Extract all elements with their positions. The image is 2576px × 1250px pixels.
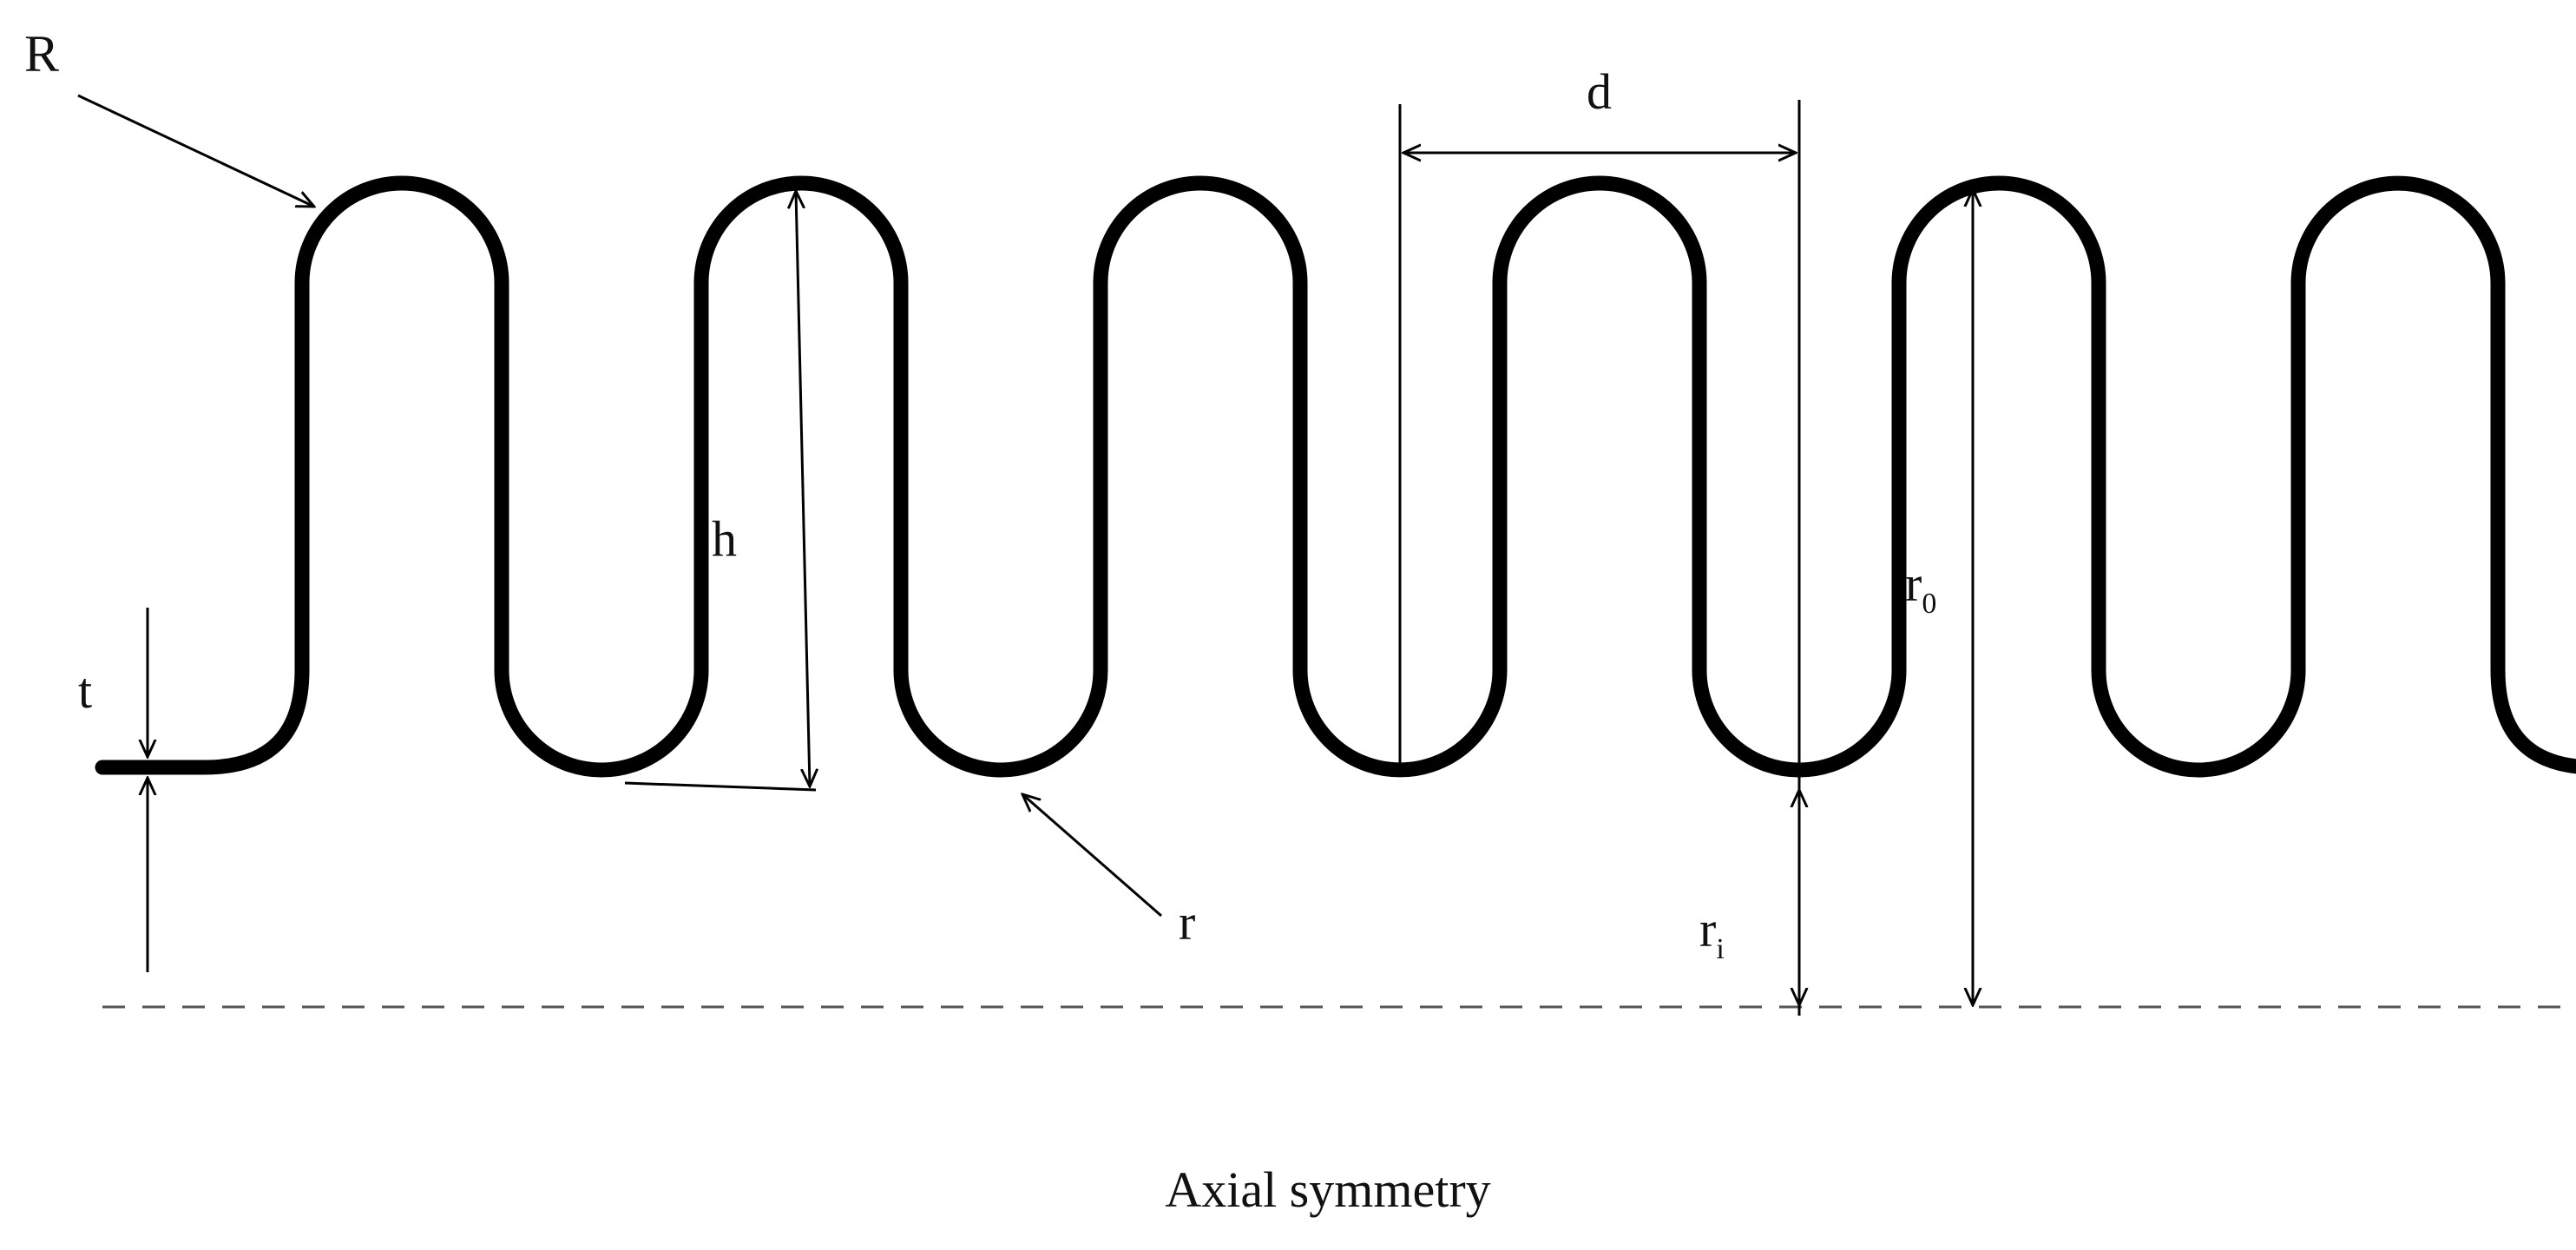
r0-label: r0 [1905,556,1936,620]
R-label: R [24,25,59,82]
ri-label-subscript: i [1716,933,1724,965]
r0-label-main: r [1905,556,1922,612]
t-label: t [78,662,92,719]
h-dimension-arrow [796,191,810,786]
ri-label: ri [1699,901,1725,965]
bellows-profile [95,175,2576,778]
r-label: r [1179,894,1195,951]
d-label: d [1587,63,1612,120]
r0-label-subscript: 0 [1922,588,1936,620]
h-extension-line [624,781,817,792]
r-leader-arrow [1022,794,1162,918]
h-label: h [712,510,737,567]
ri-label-main: r [1699,901,1716,957]
caption: Axial symmetry [1165,1161,1490,1218]
R-leader-arrow [77,94,314,207]
